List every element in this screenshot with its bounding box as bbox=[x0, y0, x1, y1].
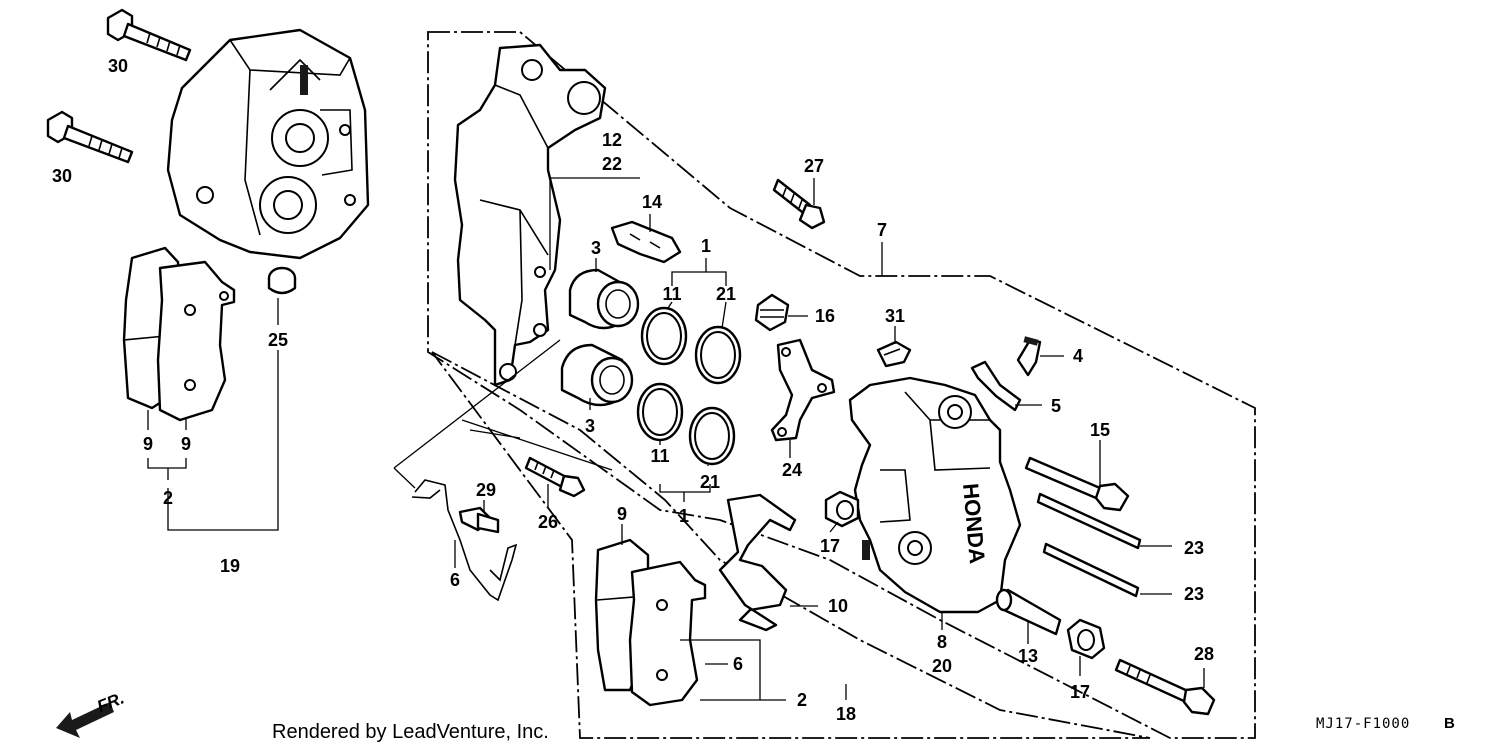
callout-18: 18 bbox=[836, 704, 856, 724]
callout-8: 8 bbox=[937, 632, 947, 652]
callout-28: 28 bbox=[1194, 644, 1214, 664]
callout-14: 14 bbox=[642, 192, 662, 212]
callout-9-left-a: 9 bbox=[143, 434, 153, 454]
diagram-code: MJ17-F1000 bbox=[1316, 716, 1410, 732]
brake-pad-pair-left bbox=[122, 246, 236, 422]
guide-pin-15 bbox=[1024, 456, 1130, 512]
callout-16: 16 bbox=[815, 306, 835, 326]
piston-seals bbox=[636, 306, 742, 466]
assembly-outline-7 bbox=[427, 31, 1256, 739]
leader-lines bbox=[147, 177, 1205, 701]
callout-labels: 30 30 25 9 9 2 19 12 22 14 3 3 1 11 21 1… bbox=[52, 56, 1214, 724]
callout-23-lower: 23 bbox=[1184, 584, 1204, 604]
callout-31: 31 bbox=[885, 306, 905, 326]
diagram-code-suffix: B bbox=[1444, 715, 1455, 732]
callout-6-lower: 6 bbox=[733, 654, 743, 674]
callout-13: 13 bbox=[1018, 646, 1038, 666]
callout-29: 29 bbox=[476, 480, 496, 500]
front-direction-arrow: FR. bbox=[56, 688, 127, 738]
callout-25: 25 bbox=[268, 330, 288, 350]
callout-3-lower: 3 bbox=[585, 416, 595, 436]
callout-1-lower: 1 bbox=[679, 506, 689, 526]
callout-6-upper: 6 bbox=[450, 570, 460, 590]
callout-12: 12 bbox=[602, 130, 622, 150]
retainer-bolt bbox=[876, 340, 912, 368]
callout-24: 24 bbox=[782, 460, 802, 480]
front-direction-label: FR. bbox=[94, 688, 127, 716]
callout-21-upper: 21 bbox=[716, 284, 736, 304]
callout-15: 15 bbox=[1090, 420, 1110, 440]
pad-pin-23-lower bbox=[1042, 542, 1140, 598]
callout-3-upper: 3 bbox=[591, 238, 601, 258]
callout-19: 19 bbox=[220, 556, 240, 576]
callout-20: 20 bbox=[932, 656, 952, 676]
caliper-body-right: HONDA bbox=[848, 376, 1022, 614]
bracket-bolt bbox=[772, 178, 826, 230]
callout-5: 5 bbox=[1051, 396, 1061, 416]
callout-9-left-b: 9 bbox=[181, 434, 191, 454]
callout-26: 26 bbox=[538, 512, 558, 532]
pad-spring-6 bbox=[411, 479, 518, 602]
render-credit: Rendered by LeadVenture, Inc. bbox=[272, 721, 549, 743]
piston-lower bbox=[560, 343, 634, 407]
callout-22: 22 bbox=[602, 154, 622, 174]
pad-retainer bbox=[770, 338, 836, 442]
dust-boot-17-upper bbox=[824, 490, 860, 528]
callout-9-lower: 9 bbox=[617, 504, 627, 524]
mounting-bolt-lower bbox=[46, 110, 134, 164]
slide-sleeve bbox=[995, 588, 1062, 636]
callout-2-left: 2 bbox=[163, 488, 173, 508]
callout-4: 4 bbox=[1073, 346, 1083, 366]
callout-17-upper: 17 bbox=[820, 536, 840, 556]
dust-boot-upper bbox=[754, 293, 790, 332]
callout-27: 27 bbox=[804, 156, 824, 176]
callout-21-lower: 21 bbox=[700, 472, 720, 492]
bolt-26 bbox=[524, 456, 586, 498]
piston-upper bbox=[568, 268, 640, 330]
callout-10: 10 bbox=[828, 596, 848, 616]
pad-pin-23-upper bbox=[1036, 492, 1142, 550]
pad-spring bbox=[610, 220, 682, 264]
brake-pad-pair-lower bbox=[594, 538, 707, 707]
callout-1-upper: 1 bbox=[701, 236, 711, 256]
callout-2-lower: 2 bbox=[797, 690, 807, 710]
callout-7: 7 bbox=[877, 220, 887, 240]
callout-11-upper: 11 bbox=[662, 284, 681, 304]
mounting-bolt-upper bbox=[106, 8, 192, 62]
caliper-bolt bbox=[1114, 658, 1216, 716]
dust-boot-17-lower bbox=[1066, 618, 1106, 660]
assembly-outline-18 bbox=[431, 351, 1151, 739]
callout-23-upper: 23 bbox=[1184, 538, 1204, 558]
caliper-assembly-left bbox=[166, 28, 370, 260]
callout-11-lower: 11 bbox=[650, 446, 669, 466]
callout-30-lower: 30 bbox=[52, 166, 72, 186]
callout-17-lower: 17 bbox=[1070, 682, 1090, 702]
bleeder-valve bbox=[1016, 336, 1042, 377]
callout-30-upper: 30 bbox=[108, 56, 128, 76]
small-bolt-29 bbox=[458, 506, 500, 534]
caliper-bracket bbox=[453, 43, 607, 387]
bleeder-cap bbox=[267, 266, 297, 295]
pad-retaining-clip bbox=[718, 493, 797, 632]
